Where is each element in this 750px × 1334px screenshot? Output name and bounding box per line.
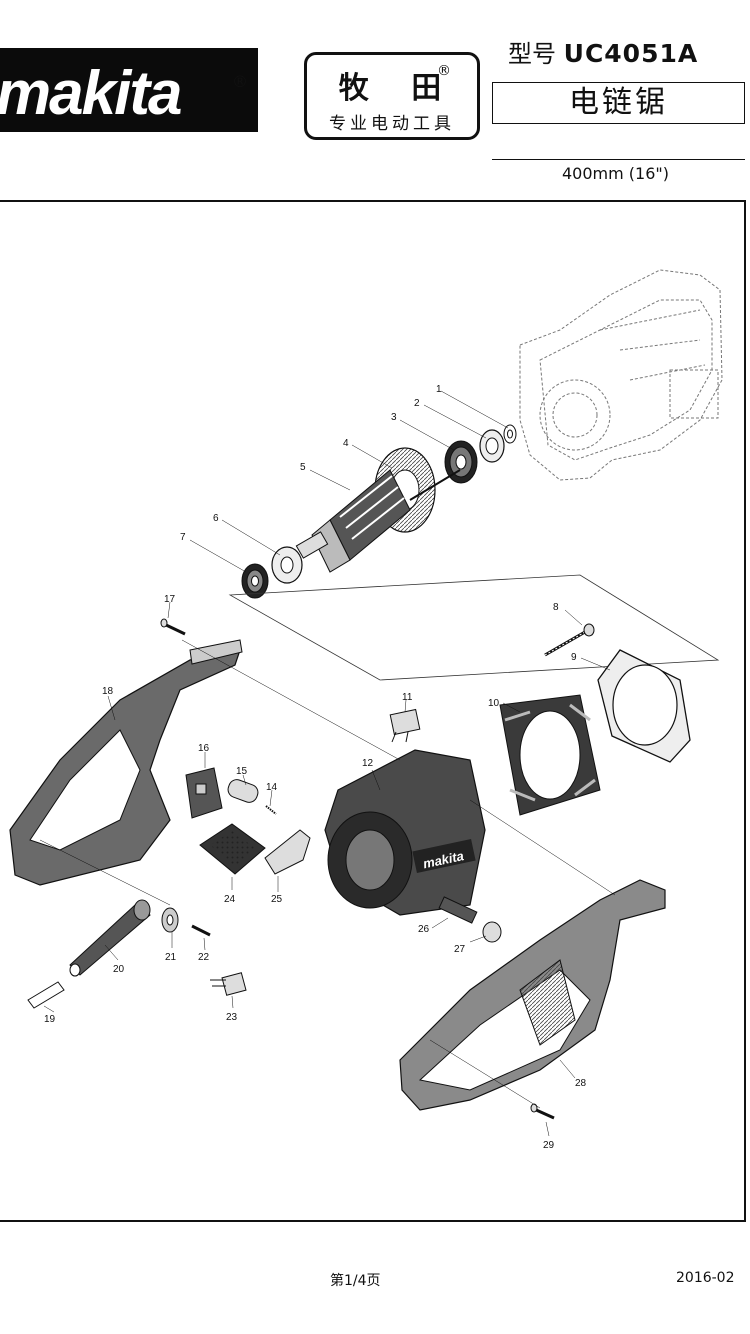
part-label-11: 11 [402,692,413,703]
model-line: 型号 UC4051A [508,34,698,69]
bearing-retainer-6 [271,546,303,584]
size-divider [492,159,745,160]
chinese-brand-reg: ® [437,63,451,79]
part-label-29: 29 [543,1140,555,1151]
field-10 [499,694,601,816]
chinese-brand-tagline: 专业电动工具 [329,114,455,134]
part-label-24: 24 [224,894,236,905]
gear-housing-outline [519,269,723,481]
bearing-1 [503,424,517,444]
model-prefix: 型号 [508,40,556,68]
chinese-brand-badge: 牧 田 ® 专业电动工具 [304,52,480,140]
part-label-15: 15 [236,766,248,777]
brush-holder-cap-15 [227,779,259,803]
part-label-7: 7 [180,532,186,543]
switch-lever-26 [438,896,478,924]
part-labels: 1 2 3 4 5 6 7 8 9 10 11 12 14 15 16 17 1… [44,384,587,1151]
spring-14 [265,805,277,815]
screw-29 [530,1103,555,1120]
part-label-10: 10 [488,698,500,709]
screw-8 [544,623,595,657]
cover-25 [264,829,311,875]
part-label-28: 28 [575,1078,587,1089]
cover-24 [199,823,266,875]
model-number: UC4051A [563,39,699,68]
part-label-6: 6 [213,513,219,524]
makita-logo: makita [0,48,258,132]
page-number: 第1/4页 [330,1273,381,1289]
part-label-17: 17 [164,594,176,605]
product-name: 电链锯 [492,82,745,124]
handle-half-18 [9,639,243,886]
leader-lines [39,390,616,1137]
part-label-4: 4 [343,438,349,449]
armature-5 [295,469,461,573]
group-bracket [228,574,720,681]
diagram-frame [0,200,746,1222]
part-label-14: 14 [266,782,278,793]
part-label-20: 20 [113,964,125,975]
cord-guard-20 [69,899,151,977]
part-label-16: 16 [198,743,210,754]
part-label-3: 3 [391,412,397,423]
part-label-1: 1 [436,384,442,395]
exploded-parts-diagram: makita [9,269,723,1151]
part-label-19: 19 [44,1014,56,1025]
part-label-8: 8 [553,602,559,613]
part-label-18: 18 [102,686,114,697]
part-label-25: 25 [271,894,283,905]
part-label-12: 12 [362,758,374,769]
terminal-block-16 [185,767,223,819]
chinese-brand-name: 牧 田 [338,71,458,106]
noise-suppressor-23 [210,972,247,996]
part-label-9: 9 [571,652,577,663]
part-label-5: 5 [300,462,306,473]
motor-housing-12: makita [324,749,486,916]
part-label-23: 23 [226,1012,238,1023]
part-label-2: 2 [414,398,420,409]
cap-27 [482,921,502,943]
screw-22 [191,924,211,937]
ball-bearing-7 [241,563,269,599]
part-label-26: 26 [418,924,430,935]
strain-relief-21 [161,907,179,933]
switch-11 [389,708,421,743]
screw-17 [160,618,186,636]
handle-half-28 [399,879,666,1111]
brand-registered-mark: ® [232,72,248,91]
cord-19 [27,981,65,1009]
part-label-27: 27 [454,944,466,955]
bar-size: 400mm (16") [562,164,669,183]
part-label-22: 22 [198,952,210,963]
bearing-retainer-2 [479,429,505,463]
makita-logo-text: makita [0,59,181,128]
document-date: 2016-02 [676,1270,735,1286]
baffle-plate-9 [597,649,691,763]
ball-bearing-3 [444,440,478,484]
part-label-21: 21 [165,952,177,963]
